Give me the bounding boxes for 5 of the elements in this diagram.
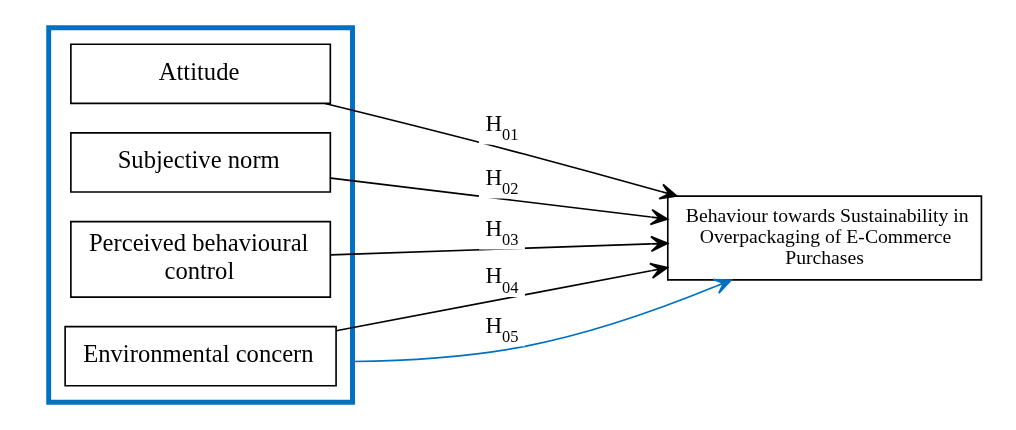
edge-label: H$_{03}$ xyxy=(485,215,518,250)
edge-label: H$_{04}$ xyxy=(485,263,518,297)
edge-label: H$_{02}$ xyxy=(485,164,518,199)
edge-label: H$_{01}$ xyxy=(485,110,518,145)
edge-label: H$_{05}$ xyxy=(485,312,518,347)
